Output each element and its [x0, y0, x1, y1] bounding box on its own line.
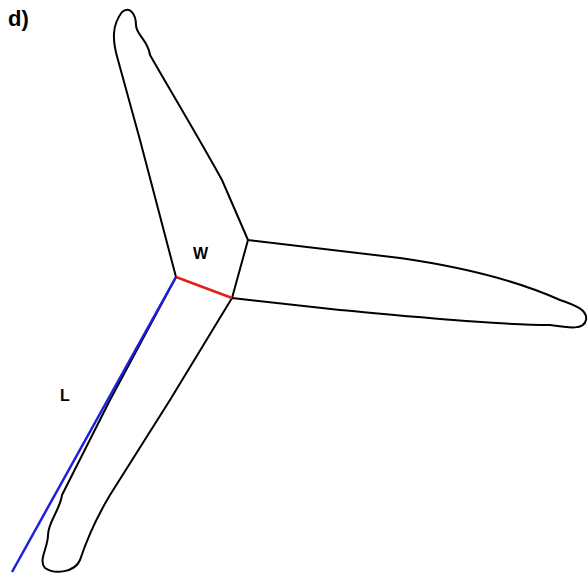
length-line	[12, 277, 176, 572]
label-ground	[58, 386, 74, 406]
arm-divider	[232, 240, 248, 298]
width-label: W	[193, 246, 208, 262]
width-line	[176, 277, 232, 298]
three-arm-shape	[43, 10, 587, 572]
panel-letter: d)	[8, 8, 29, 30]
length-label: L	[60, 388, 70, 404]
